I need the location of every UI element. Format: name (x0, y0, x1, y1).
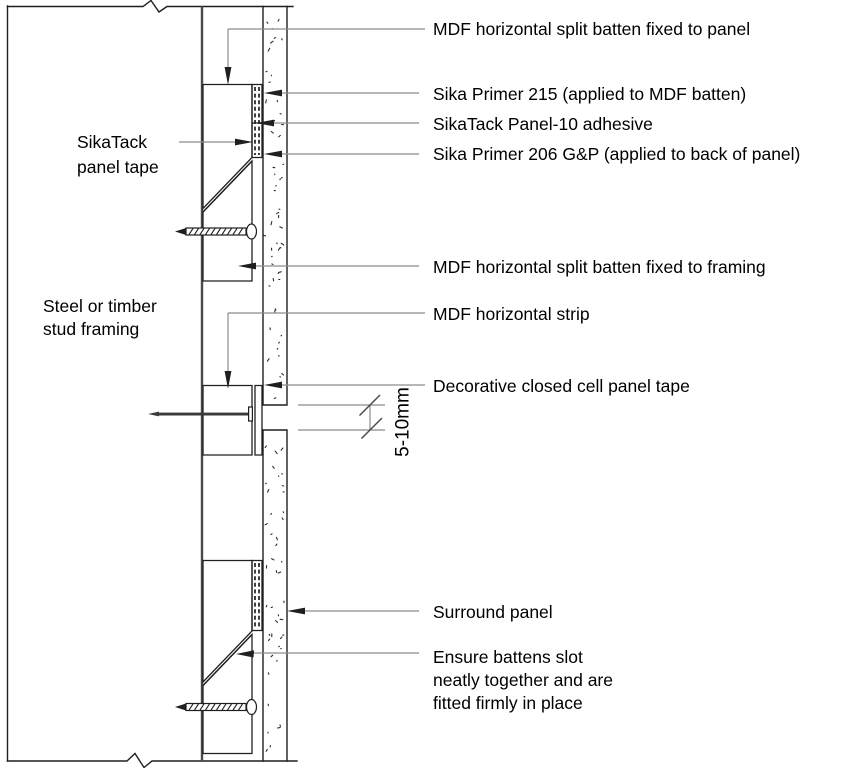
arrowhead-surround-panel (287, 607, 305, 615)
panel-tape-outline-bottom (251, 559, 263, 632)
callout-panel10-adhesive: SikaTack Panel-10 adhesive (433, 114, 653, 134)
adhesive-bead-dashes-bottom (254, 563, 260, 628)
surround-panel-outline (262, 5, 288, 762)
screw-head (245, 223, 258, 240)
callout-note-line-1: Ensure battens slot (433, 647, 583, 667)
nail-tip (148, 411, 159, 417)
arrowhead-primer-215 (264, 89, 282, 97)
callout-sikatack-tape-line-1: SikaTack (77, 132, 147, 152)
nail-shaft (157, 412, 249, 416)
callout-surround-panel: Surround panel (433, 602, 553, 622)
callout-batten-fixed-to-panel: MDF horizontal split batten fixed to pan… (433, 19, 750, 39)
callout-sikatack-tape-line-2: panel tape (77, 157, 159, 177)
gap-dimension-label: 5-10mm (393, 387, 414, 457)
arrowhead-battens-note (236, 650, 254, 658)
split-batten-lower-top (202, 159, 253, 282)
mid-batten-block (202, 384, 253, 456)
callout-batten-fixed-to-framing: MDF horizontal split batten fixed to fra… (433, 257, 766, 277)
top-break-line (6, 0, 294, 13)
panel-speckle-texture (262, 18, 285, 752)
callout-primer-215: Sika Primer 215 (applied to MDF batten) (433, 84, 746, 104)
fixing-screw (175, 223, 258, 240)
screw-thread-hatch (188, 228, 243, 235)
arrowhead-sikatack-panel-tape (235, 138, 253, 146)
callout-note-line-2: neatly together and are (433, 670, 613, 690)
callout-decorative-tape: Decorative closed cell panel tape (433, 376, 690, 396)
dimension-tick-marks (358, 394, 383, 440)
callout-mdf-horizontal-strip: MDF horizontal strip (433, 304, 590, 324)
arrowhead-panel10-adhesive (256, 119, 274, 127)
bottom-break-line (6, 752, 298, 768)
fixing-nail (148, 406, 254, 422)
leader-batten-fixed-to-panel (227, 28, 425, 67)
callout-stud-framing-line-2: stud framing (43, 319, 139, 339)
arrowhead-batten-fixed-to-framing (238, 262, 256, 270)
callout-stud-framing-line-1: Steel or timber (43, 296, 157, 316)
nail-head (248, 406, 254, 422)
leader-mdf-horizontal-strip (227, 312, 425, 371)
callout-note-line-3: fitted firmly in place (433, 693, 583, 713)
arrowhead-primer-206 (264, 150, 282, 158)
screw-tip (175, 228, 186, 235)
mdf-horizontal-strip-shape (254, 384, 263, 456)
arrowhead-decorative-tape (264, 381, 282, 389)
adhesive-bead-dashes-top (254, 87, 260, 155)
arrowhead-mdf-horizontal-strip (224, 371, 232, 389)
callout-primer-206: Sika Primer 206 G&P (applied to back of … (433, 144, 800, 164)
arrowhead-batten-fixed-to-panel (224, 67, 232, 85)
